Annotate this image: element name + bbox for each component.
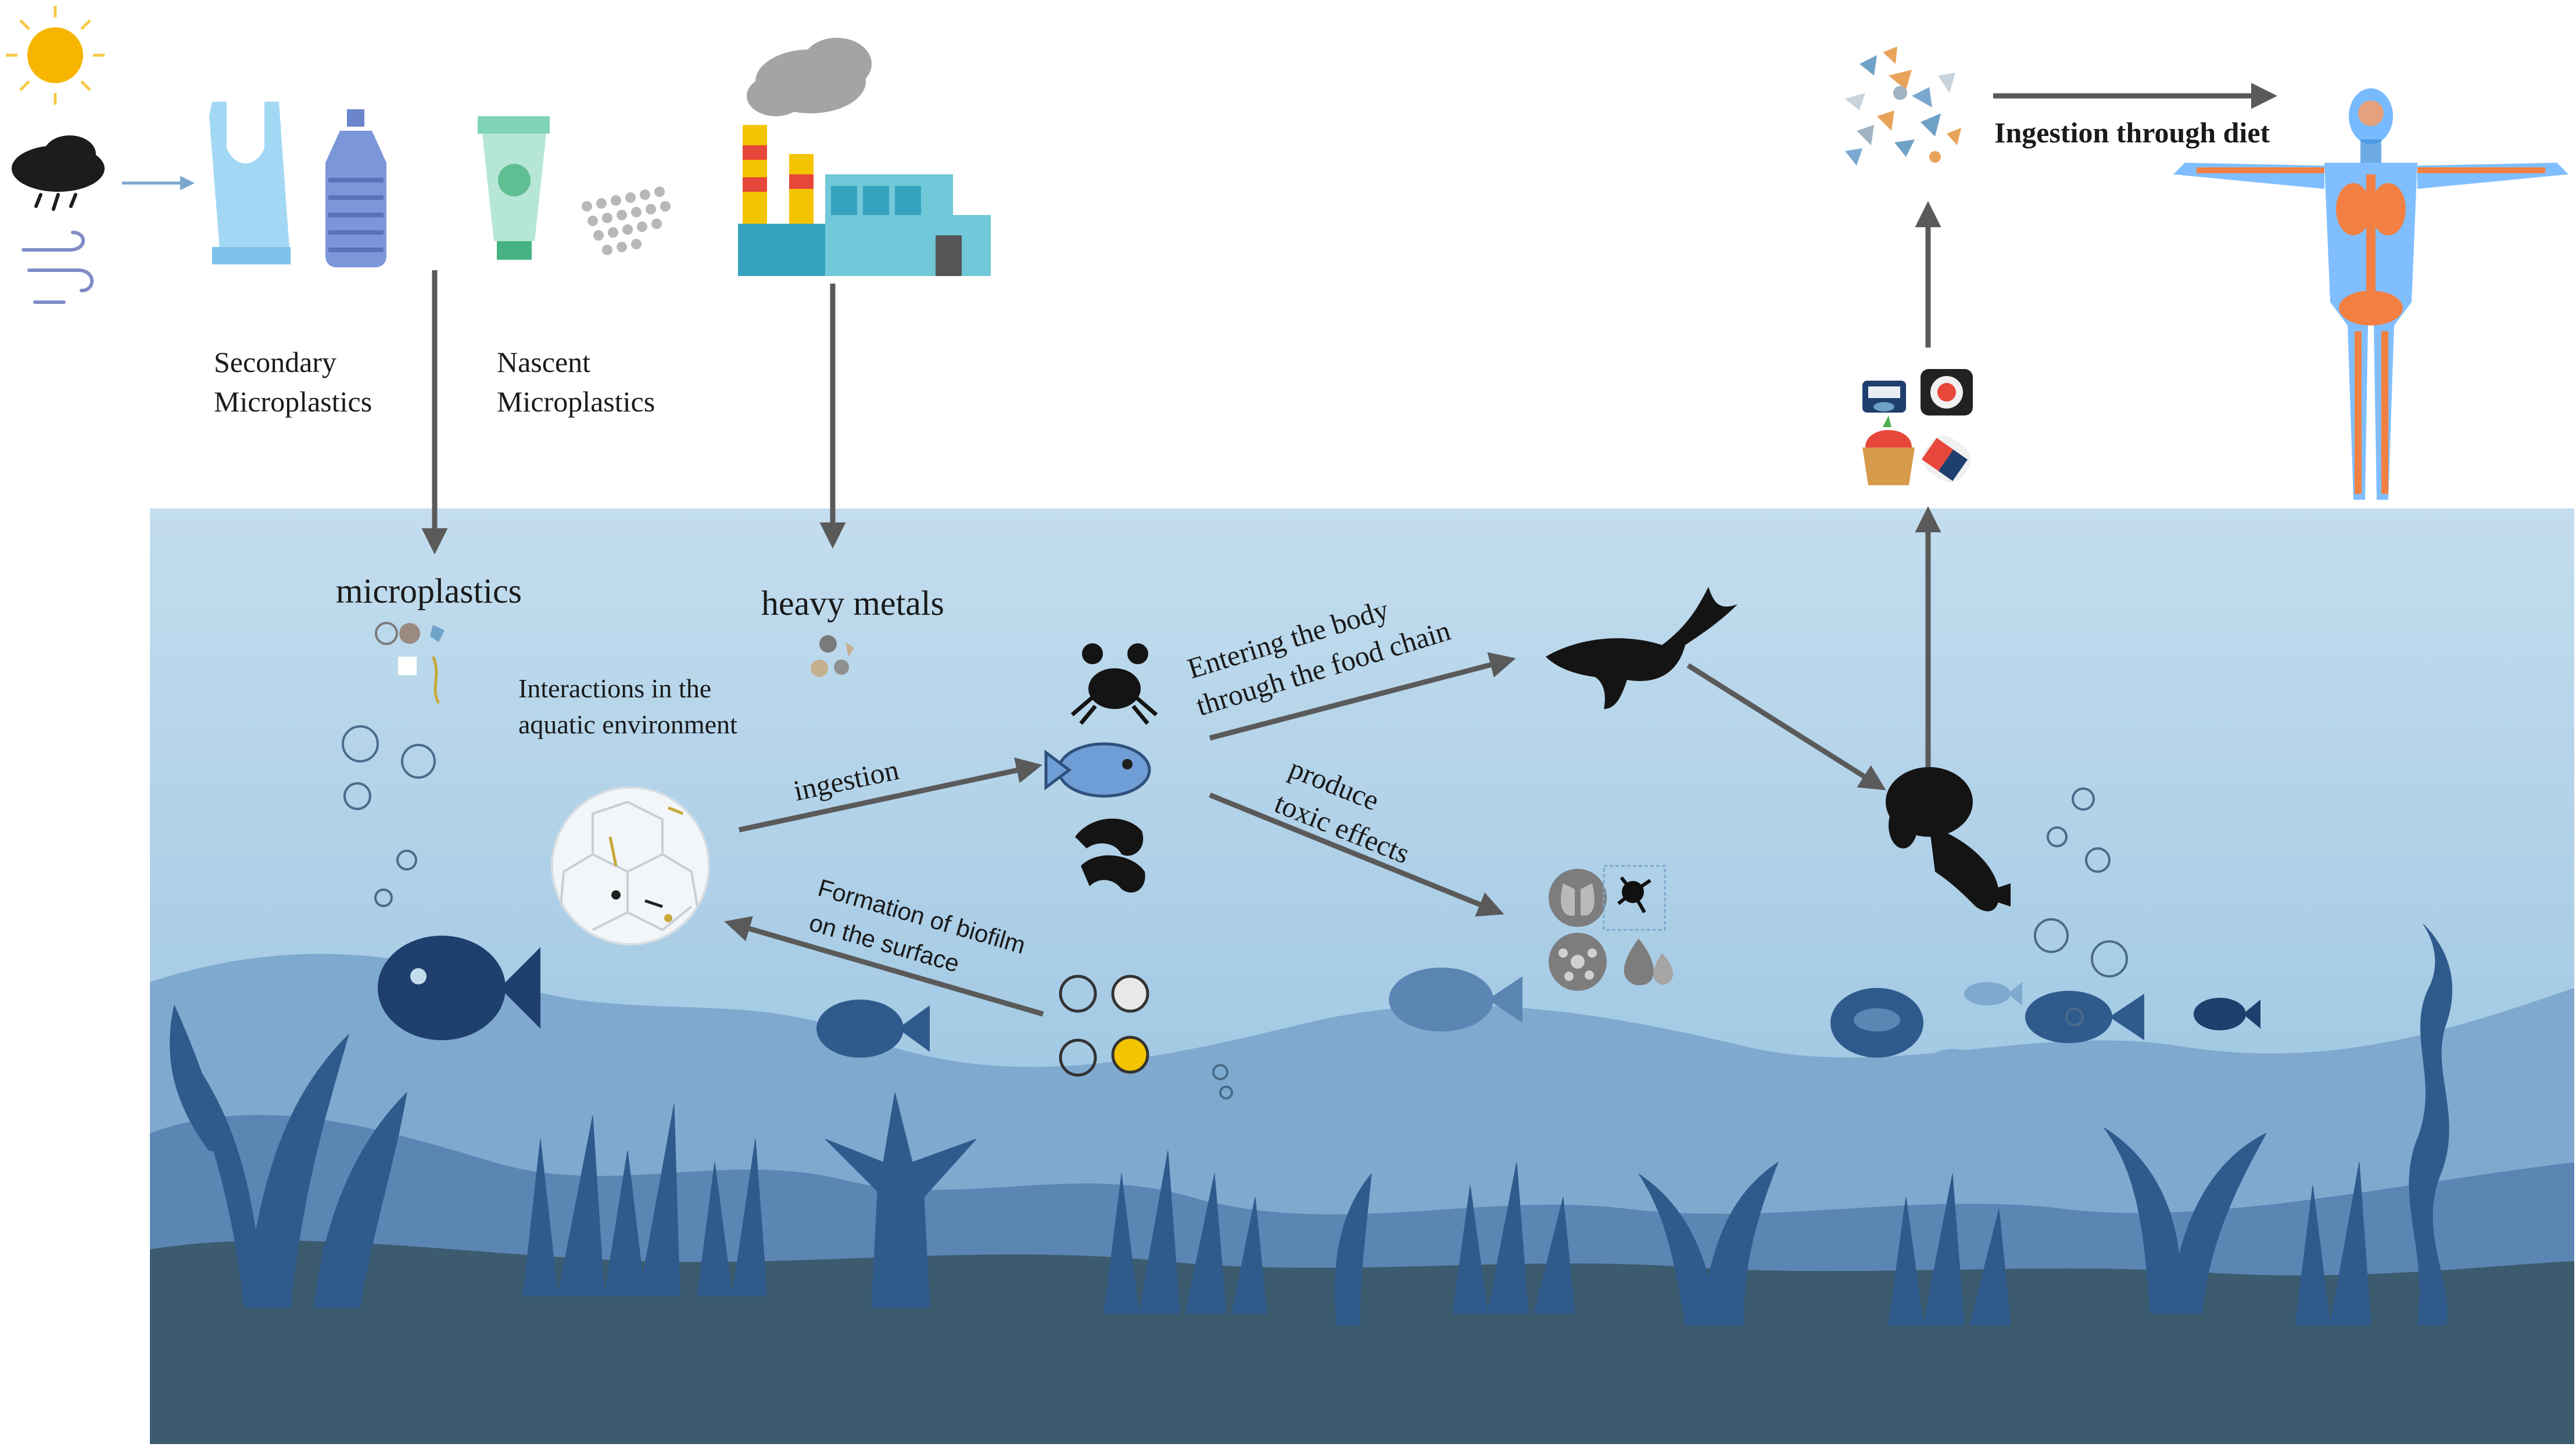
crab-icon bbox=[1070, 643, 1158, 725]
heavy-metal-particles-icon bbox=[811, 635, 854, 677]
bacteria-icon bbox=[1059, 975, 1149, 1077]
seaweed-group bbox=[170, 923, 2453, 1326]
whale-icon bbox=[1546, 587, 1737, 709]
debris-pile-icon bbox=[1845, 46, 1961, 166]
microplastic-particles-icon bbox=[375, 622, 445, 704]
secondary-microplastics-label-1: Secondary bbox=[214, 346, 336, 378]
heavy-metals-label: heavy metals bbox=[761, 584, 944, 622]
secondary-microplastics-label-2: Microplastics bbox=[214, 385, 372, 418]
bubbles-group bbox=[342, 725, 2128, 1099]
small-fish-group bbox=[1854, 982, 2260, 1072]
plastic-bottle-icon bbox=[325, 109, 386, 267]
toxic-effects-arrow bbox=[1209, 792, 1504, 917]
interactions-label-1: Interactions in the bbox=[518, 674, 711, 703]
seafood-icon bbox=[1862, 369, 1973, 485]
nascent-microplastics-label-1: Nascent bbox=[497, 346, 590, 378]
microplastics-label: microplastics bbox=[336, 572, 522, 610]
cosmetic-tube-icon bbox=[478, 116, 550, 260]
whale-to-manatee-arrow bbox=[1686, 663, 1886, 790]
factory-icon bbox=[738, 125, 991, 276]
biofilm-sphere-icon bbox=[551, 786, 710, 945]
wind-icon bbox=[22, 231, 94, 304]
interactions-label-2: aquatic environment bbox=[518, 710, 737, 739]
rain-cloud-icon bbox=[12, 135, 105, 211]
nascent-microplastics-label-2: Microplastics bbox=[497, 385, 655, 418]
manatee-icon bbox=[1886, 767, 2011, 912]
diet-label: Ingestion through diet bbox=[1994, 116, 2270, 149]
food-chain-arrow bbox=[1209, 652, 1516, 741]
sun-icon bbox=[6, 6, 105, 105]
shrimp-icon bbox=[1075, 818, 1145, 893]
smoke-cloud-icon bbox=[747, 38, 872, 116]
fish-icon bbox=[1044, 742, 1151, 798]
organ-damage-icon bbox=[1549, 865, 1674, 991]
biofilm-arrow bbox=[724, 916, 1044, 1017]
ingestion-arrow bbox=[739, 757, 1042, 833]
water-body bbox=[150, 508, 2574, 1444]
microbeads-icon bbox=[582, 187, 671, 255]
large-fish-icon bbox=[378, 936, 540, 1040]
plastic-bag-icon bbox=[209, 102, 291, 264]
human-body-icon bbox=[2173, 88, 2568, 500]
